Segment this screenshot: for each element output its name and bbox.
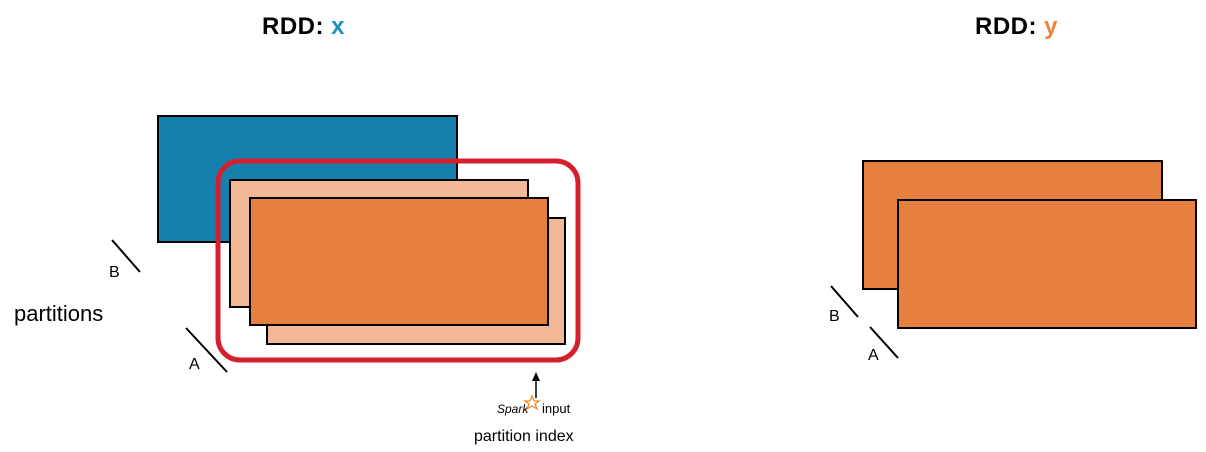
spark-star-icon <box>523 394 541 411</box>
rdd-x-title: RDD: x <box>262 13 345 40</box>
partition-index-label: partition index <box>474 428 574 445</box>
partition-highlight-box <box>215 158 581 363</box>
input-label: input <box>542 401 571 416</box>
spark-logo-text: Spark <box>497 402 529 416</box>
partition-a-marker <box>185 327 228 373</box>
y-partition-a-marker <box>869 326 899 359</box>
y-partition-b-marker <box>830 285 859 318</box>
partitions-label: partitions <box>14 301 103 326</box>
rdd-x-title-prefix: RDD: <box>262 13 331 40</box>
input-arrow-head <box>532 372 540 381</box>
y-partition-a-label: A <box>868 347 879 364</box>
y-partition-b-label: B <box>829 308 840 325</box>
partition-b-label: B <box>109 264 120 281</box>
rdd-y-partition-a <box>897 199 1197 329</box>
rdd-x-name: x <box>331 13 345 40</box>
rdd-y-title-prefix: RDD: <box>975 13 1044 40</box>
rdd-y-title: RDD: y <box>975 13 1058 40</box>
rdd-y-name: y <box>1044 13 1058 40</box>
partition-b-marker <box>111 239 141 273</box>
rdd-x-partition-output <box>249 197 549 326</box>
partition-a-label: A <box>189 356 200 373</box>
